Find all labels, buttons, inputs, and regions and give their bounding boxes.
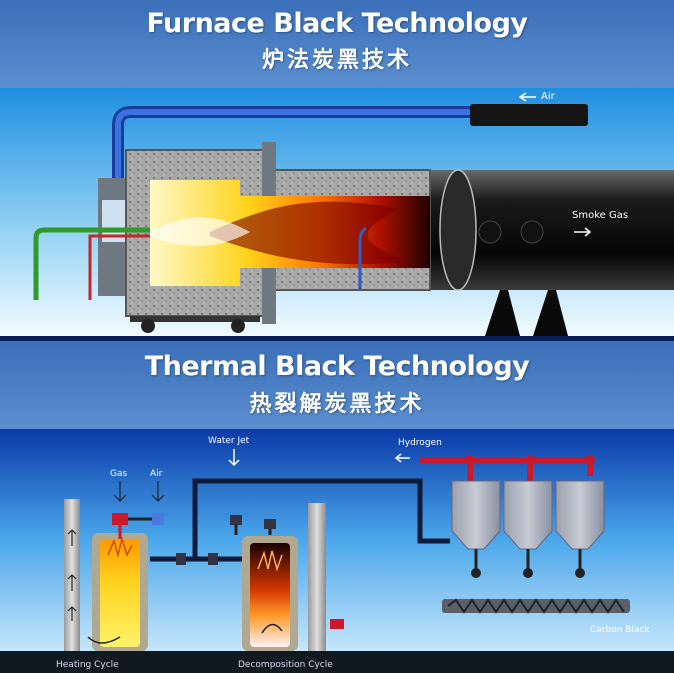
tube-support-2: [533, 290, 568, 336]
right-chimney: [308, 503, 326, 651]
silo-group: [451, 480, 605, 578]
air-inlet: [470, 104, 588, 126]
gas-label: Gas: [110, 469, 128, 479]
air-label: Air: [541, 91, 555, 102]
silo-3: [555, 480, 605, 550]
thermal-title-zh: 热裂解炭黑技术: [249, 392, 425, 417]
silo-1: [451, 480, 501, 550]
right-valve: [330, 619, 344, 629]
tube-opening: [439, 169, 477, 291]
hydrogen-label: Hydrogen: [398, 438, 442, 448]
decomp-chamber: [250, 543, 290, 647]
heating-chamber: [100, 539, 140, 647]
feed-pipe-red: [88, 234, 150, 300]
tube-support-1: [485, 290, 520, 336]
pipe-valve-1: [176, 553, 186, 565]
furnace-panel: Furnace Black Technology 炉法炭黑技术 Air Smok…: [0, 0, 674, 336]
heating-cycle-label: Heating Cycle: [56, 660, 119, 670]
air-valve: [152, 513, 164, 525]
carbon-black-label: Carbon Black: [590, 625, 650, 635]
thermal-diagram: [0, 341, 674, 673]
silo-valve-1: [471, 568, 481, 578]
heating-return-arrow-icon: [87, 636, 121, 644]
water-jet-label: Water Jet: [208, 436, 250, 446]
decomp-return-arrow-icon: [261, 623, 283, 634]
furnace-header: [0, 0, 674, 88]
silo-2: [503, 480, 553, 550]
hydrogen-node-2: [525, 455, 535, 465]
screw-thread: [447, 598, 625, 614]
decomp-valve-2: [264, 519, 276, 529]
furnace-diagram: [0, 0, 674, 336]
thermal-header: [0, 341, 674, 429]
air-arrow-icon: [518, 92, 536, 102]
furnace-title-zh: 炉法炭黑技术: [261, 48, 412, 73]
tube-port-1: [478, 220, 502, 244]
tube-port-2: [520, 220, 544, 244]
gas-arrow-icon: [113, 481, 127, 502]
decomp-valve-1: [230, 515, 242, 525]
ground-strip: [0, 651, 674, 673]
furnace-title: Furnace Black Technology: [146, 8, 528, 39]
quench-probe: [358, 226, 367, 290]
water-jet-arrow-icon: [228, 449, 240, 467]
flame-tip: [150, 217, 250, 247]
decomp-flames: [257, 550, 283, 572]
hydrogen-node-1: [465, 455, 475, 465]
air-label-2: Air: [150, 469, 163, 479]
thermal-title: Thermal Black Technology: [144, 351, 530, 382]
gas-valve: [112, 513, 128, 525]
silo-valve-3: [575, 568, 585, 578]
hydrogen-arrow-icon: [394, 453, 410, 463]
smoke-arrow-icon: [574, 227, 592, 237]
wheel-2: [231, 319, 245, 333]
pipe-valve-2: [208, 553, 218, 565]
heating-flames: [107, 536, 133, 558]
smoke-gas-label: Smoke Gas: [572, 210, 629, 221]
thermal-panel: Thermal Black Technology 热裂解炭黑技术 Water J…: [0, 341, 674, 673]
air-arrow-icon-2: [151, 481, 165, 502]
chimney-arrows-icon: [67, 529, 77, 621]
air-pipe-inner: [115, 109, 470, 228]
silo-valve-2: [523, 568, 533, 578]
decomposition-cycle-label: Decomposition Cycle: [238, 660, 333, 670]
feed-pipe-green: [33, 227, 150, 300]
hydrogen-node-3: [585, 455, 595, 465]
cart-base: [130, 316, 260, 322]
wheel-1: [141, 319, 155, 333]
